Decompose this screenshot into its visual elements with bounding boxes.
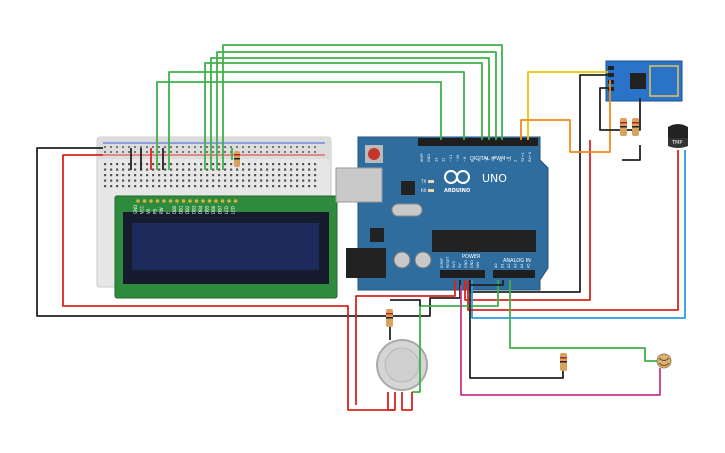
digital-pin-label: ~11 [449, 155, 453, 162]
lcd-pin-label: V0 [146, 208, 151, 214]
lcd-pin-label: VCC [140, 205, 145, 214]
analog-header [493, 270, 535, 278]
lcd-pin[interactable] [214, 199, 218, 203]
digital-pin-label: 2 [514, 160, 518, 162]
digital-pin-label: ~5 [492, 157, 496, 162]
atmega-chip [432, 230, 536, 252]
power-pin-label: IOREF [440, 258, 444, 268]
lcd-pin-label: RS [153, 208, 158, 214]
lcd-pin-label: E [166, 211, 171, 214]
lcd-pin-label: DB2 [185, 205, 190, 214]
lcd-pin-label: DB0 [172, 205, 177, 214]
analog-pin-label: A1 [501, 263, 505, 268]
resistor[interactable] [386, 309, 393, 327]
arduino-logo-icon [444, 170, 470, 184]
digital-pin-label: ~9 [463, 157, 467, 162]
power-pin-label: VIN [476, 262, 480, 268]
lcd-pin-label: DB1 [179, 205, 184, 214]
power-header [440, 270, 485, 278]
power-pin-label: 3V3 [452, 261, 456, 268]
analog-pin-label: A5 [527, 263, 531, 268]
digital-pin-label: RX←0 [528, 152, 532, 162]
lcd-pin-label: DB6 [211, 205, 216, 214]
digital-pin-label: 4 [499, 159, 503, 162]
digital-pin-label: AREF [420, 153, 424, 162]
photoresistor[interactable] [656, 353, 672, 369]
digital-pin-label: ~3 [506, 157, 510, 162]
lcd-pin[interactable] [168, 199, 173, 203]
lcd-pin-label: DB7 [218, 205, 223, 214]
temperature-sensor[interactable]: TMP [668, 124, 688, 148]
lcd-pin-label: GND [133, 205, 138, 214]
lcd-pin[interactable] [201, 199, 205, 203]
digital-pin-label: 13 [434, 158, 438, 162]
lcd-pin-label: LED [231, 206, 236, 214]
lcd-pin[interactable] [233, 199, 238, 203]
lcd-pin[interactable] [227, 199, 231, 203]
rx-label: RX [421, 188, 427, 193]
wires [36, 44, 686, 411]
analog-pin-label: A3 [514, 263, 518, 268]
arduino-uno-board[interactable]: ARDUINO UNO DIGITAL (PWM~) POWER ANALOG … [335, 136, 549, 291]
resistor[interactable] [560, 353, 567, 371]
resistor[interactable] [234, 151, 240, 167]
digital-label: DIGITAL (PWM~) [470, 156, 512, 162]
lcd-pin[interactable] [181, 199, 186, 203]
lcd-pin[interactable] [162, 199, 166, 203]
lcd-screen [132, 223, 319, 270]
lcd-pin[interactable] [155, 199, 160, 203]
analog-pin-label: A2 [507, 263, 511, 268]
power-label: POWER [462, 254, 481, 260]
tx-label: TX [420, 179, 426, 184]
digital-header [418, 138, 538, 146]
esp8266-wifi-module[interactable] [605, 60, 683, 102]
arduino-model: UNO [482, 172, 507, 185]
lcd-pin[interactable] [142, 199, 147, 203]
lcd-pin[interactable] [194, 199, 199, 203]
lcd-pin-label: DB3 [192, 205, 197, 214]
lcd-pin-label: LED [224, 206, 229, 214]
lcd-pin[interactable] [207, 199, 212, 203]
resistor[interactable] [620, 118, 627, 136]
sensor-label: TMP [671, 140, 682, 146]
power-pin-label: GND [464, 260, 468, 268]
usb-port [335, 167, 383, 203]
digital-pin-label: ~10 [456, 155, 460, 162]
digital-pin-label: 7 [478, 160, 482, 162]
gas-sensor[interactable] [376, 339, 428, 391]
resistor[interactable] [632, 118, 639, 136]
lcd-pin[interactable] [149, 199, 153, 203]
power-jack [346, 248, 386, 278]
digital-pin-label: 8 [470, 160, 474, 162]
digital-pin-label: 12 [442, 158, 446, 162]
lcd-pin[interactable] [188, 199, 192, 203]
lcd-pin-label: DB5 [205, 205, 210, 214]
power-pin-label: 5V [458, 263, 462, 268]
digital-pin-label: GND [427, 154, 431, 162]
arduino-brand: ARDUINO [444, 188, 470, 194]
analog-pin-label: A0 [494, 263, 498, 268]
power-pin-label: RESET [446, 256, 450, 268]
lcd-pin-label: RW [159, 207, 164, 214]
digital-pin-label: TX→1 [521, 152, 525, 163]
digital-pin-label: ~6 [485, 157, 489, 162]
power-pin-label: GND [470, 260, 474, 268]
analog-label: ANALOG IN [503, 258, 531, 264]
lcd-pin[interactable] [136, 199, 140, 203]
lcd-pin[interactable] [220, 199, 225, 203]
lcd-pin-label: DB4 [198, 205, 203, 214]
analog-pin-label: A4 [520, 263, 524, 268]
lcd-pin[interactable] [175, 199, 179, 203]
